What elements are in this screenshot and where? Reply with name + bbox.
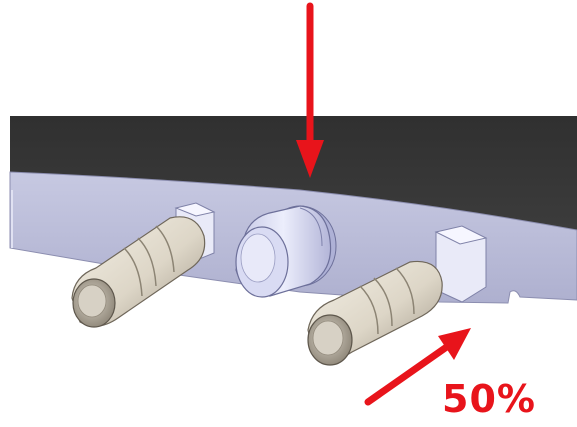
down-arrow-icon — [296, 2, 324, 178]
right-pin — [307, 260, 443, 366]
left-pin — [71, 216, 206, 328]
top-panel — [10, 116, 577, 230]
percentage-label: 50% — [442, 377, 536, 421]
center-stud — [235, 205, 337, 298]
right-pin-boss — [434, 225, 488, 303]
diagonal-arrow-icon — [364, 328, 471, 406]
